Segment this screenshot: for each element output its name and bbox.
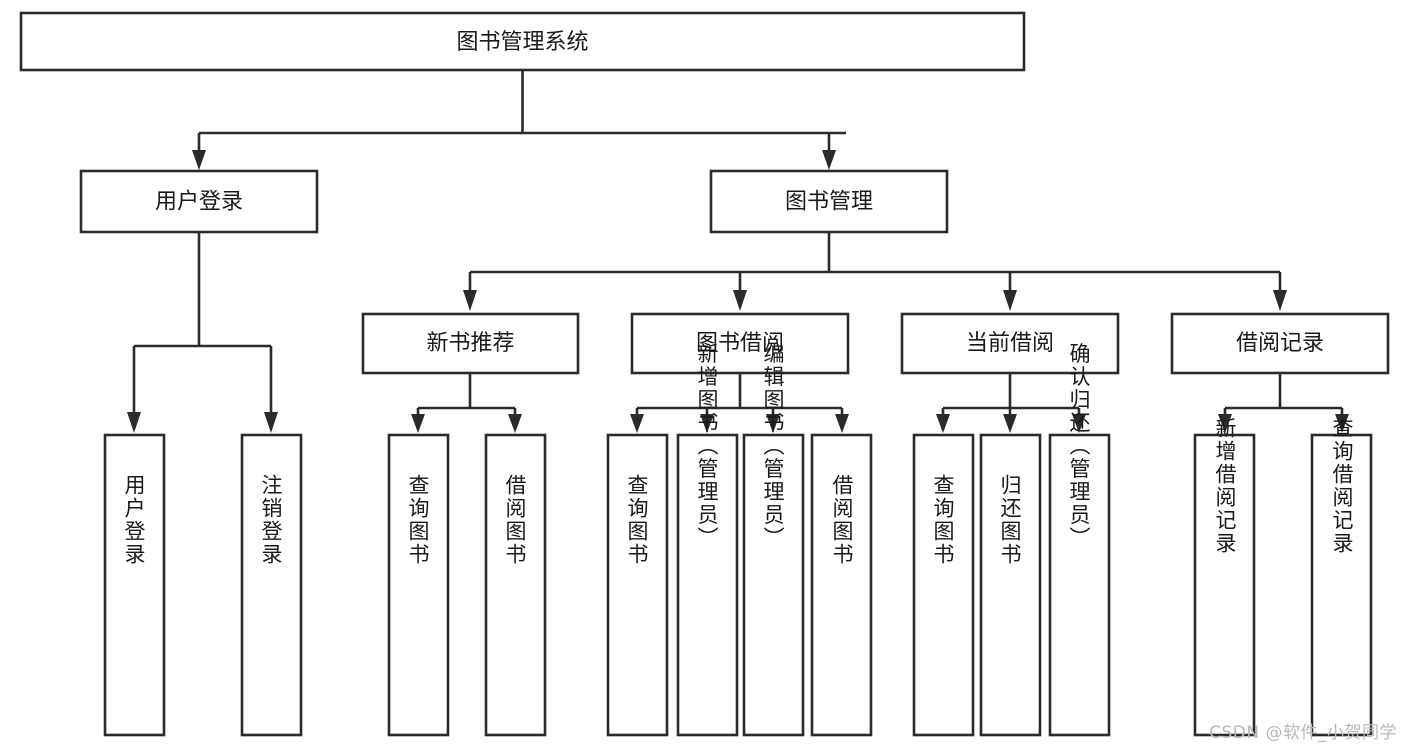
leaf-node-11-box[interactable] [1048, 433, 1111, 737]
leaf-node-5[interactable]: 查询图书 [606, 433, 669, 737]
arrow-leaf-10 [1003, 414, 1017, 433]
leaf-node-13-box[interactable] [1310, 433, 1373, 737]
leaf-node-11[interactable]: 确认归还（管理员） [1048, 343, 1111, 737]
leaf-node-6[interactable]: 新增图书（管理员） [676, 343, 739, 737]
leaf-node-13[interactable]: 查询借阅记录 [1310, 417, 1373, 737]
node-login-box[interactable] [79, 169, 319, 234]
node-current[interactable]: 当前借阅 [900, 312, 1120, 375]
leaf-node-8-label: 借阅图书 [830, 474, 854, 566]
node-current-box[interactable] [900, 312, 1120, 375]
leaf-node-7-label: 编辑图书（管理员） [761, 343, 785, 550]
leaf-node-7[interactable]: 编辑图书（管理员） [742, 343, 805, 737]
node-records[interactable]: 借阅记录 [1170, 312, 1390, 375]
arrow-leaf-6 [700, 414, 714, 433]
arrow-leaf-12 [1218, 414, 1232, 433]
edges-layer [127, 70, 1349, 433]
node-current-label: 当前借阅 [966, 331, 1054, 356]
leaf-node-7-box[interactable] [742, 433, 805, 737]
leaf-node-2[interactable]: 注销登录 [240, 433, 303, 737]
arrow-to-newbook [463, 290, 477, 311]
node-borrow-label: 图书借阅 [696, 331, 784, 356]
arrow-leaf-1 [127, 412, 141, 433]
leaf-node-13-label: 查询借阅记录 [1330, 417, 1354, 555]
arrow-to-borrow [733, 290, 747, 311]
node-root-label: 图书管理系统 [456, 30, 588, 55]
leaf-node-2-label: 注销登录 [259, 474, 283, 566]
arrow-to-login [192, 150, 206, 170]
leaf-node-10-label: 归还图书 [998, 474, 1022, 566]
node-bookmgmt-label: 图书管理 [785, 190, 873, 215]
arrow-to-records [1273, 290, 1287, 311]
leaf-node-9-label: 查询图书 [931, 474, 955, 566]
leaf-node-2-box[interactable] [240, 433, 303, 737]
node-borrow-box[interactable] [630, 312, 850, 375]
node-bookmgmt-box[interactable] [709, 169, 949, 234]
node-login-label: 用户登录 [155, 190, 243, 215]
leaf-node-5-box[interactable] [606, 433, 669, 737]
leaf-node-4-box[interactable] [484, 433, 547, 737]
leaf-node-6-label: 新增图书（管理员） [695, 343, 719, 550]
arrow-leaf-3 [411, 414, 425, 433]
node-records-label: 借阅记录 [1236, 331, 1324, 356]
arrow-leaf-11 [1072, 414, 1086, 433]
arrow-leaf-2 [264, 412, 278, 433]
leaf-node-12[interactable]: 新增借阅记录 [1193, 417, 1256, 737]
arrow-leaf-13 [1335, 414, 1349, 433]
node-newbook-box[interactable] [361, 312, 580, 375]
node-newbook-label: 新书推荐 [426, 331, 514, 356]
arrow-leaf-4 [508, 414, 522, 433]
arrow-leaf-8 [835, 414, 849, 433]
leaf-node-1-label: 用户登录 [122, 474, 146, 566]
leaf-node-8-box[interactable] [810, 433, 873, 737]
node-root-box[interactable] [19, 11, 1026, 72]
node-records-box[interactable] [1170, 312, 1390, 375]
leaf-node-12-label: 新增借阅记录 [1213, 417, 1237, 555]
arrow-leaf-9 [936, 414, 950, 433]
arrow-to-current [1003, 290, 1017, 311]
node-newbook[interactable]: 新书推荐 [361, 312, 580, 375]
arrow-leaf-7 [766, 414, 780, 433]
leaf-node-9-box[interactable] [912, 433, 975, 737]
node-bookmgmt[interactable]: 图书管理 [709, 169, 949, 234]
leaf-node-12-box[interactable] [1193, 433, 1256, 737]
leaf-node-6-box[interactable] [676, 433, 739, 737]
leaf-node-10[interactable]: 归还图书 [979, 433, 1042, 737]
leaf-node-4-label: 借阅图书 [503, 474, 527, 566]
leaf-node-1-box[interactable] [103, 433, 166, 737]
leaf-node-5-label: 查询图书 [625, 474, 649, 566]
leaf-node-1[interactable]: 用户登录 [103, 433, 166, 737]
leaf-node-3-label: 查询图书 [406, 474, 430, 566]
arrow-to-bookmgmt [822, 150, 836, 170]
arrow-leaf-5 [630, 414, 644, 433]
leaf-node-4[interactable]: 借阅图书 [484, 433, 547, 737]
leaf-node-3[interactable]: 查询图书 [387, 433, 450, 737]
node-borrow[interactable]: 图书借阅 [630, 312, 850, 375]
leaf-node-11-label: 确认归还（管理员） [1067, 343, 1091, 550]
leaf-node-3-box[interactable] [387, 433, 450, 737]
node-login[interactable]: 用户登录 [79, 169, 319, 234]
leaf-node-8[interactable]: 借阅图书 [810, 433, 873, 737]
leaf-node-9[interactable]: 查询图书 [912, 433, 975, 737]
node-root[interactable]: 图书管理系统 [19, 11, 1026, 72]
leaf-node-10-box[interactable] [979, 433, 1042, 737]
